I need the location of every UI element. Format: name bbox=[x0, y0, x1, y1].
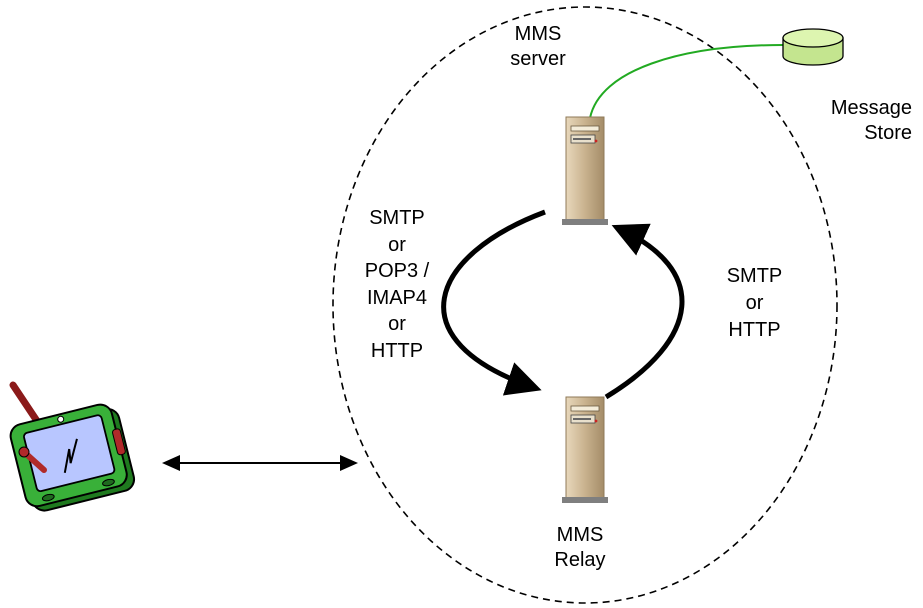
left-protocol-line6: HTTP bbox=[370, 339, 424, 362]
database-cylinder-icon[interactable] bbox=[782, 28, 844, 66]
arrow-relay-to-server bbox=[604, 223, 685, 400]
left-protocol-line4: IMAP4 bbox=[366, 286, 428, 309]
mms-server-label: MMS server bbox=[498, 22, 578, 72]
mms-relay-label-line2: Relay bbox=[554, 549, 606, 571]
left-protocol-line5: or bbox=[388, 313, 406, 335]
server-tower-icon[interactable] bbox=[562, 116, 608, 225]
device-link-arrow bbox=[162, 455, 358, 471]
mms-server-label-line1: MMS bbox=[514, 23, 562, 45]
left-protocol-line2: or bbox=[388, 233, 406, 256]
left-protocol-line1: SMTP bbox=[369, 207, 425, 229]
mms-relay-label: MMS Relay bbox=[535, 523, 625, 573]
message-store-label-line2: Store bbox=[864, 122, 912, 144]
right-protocol-line2: or bbox=[745, 292, 764, 314]
mms-relay-label-line1: MMS bbox=[556, 524, 604, 546]
right-protocol-label: SMTP or HTTP bbox=[712, 263, 797, 344]
left-protocol-line3: POP3 / bbox=[364, 260, 430, 282]
message-store-label-line1: Message bbox=[830, 97, 912, 119]
message-store-label: Message Store bbox=[802, 96, 912, 146]
mms-server-boundary bbox=[332, 6, 838, 604]
left-protocol-label: SMTP or POP3 / IMAP4 or HTTP bbox=[352, 205, 442, 364]
relay-tower-icon[interactable] bbox=[562, 396, 608, 503]
right-protocol-line1: SMTP bbox=[726, 265, 783, 287]
mms-server-label-line2: server bbox=[510, 48, 566, 70]
arrow-server-to-relay bbox=[441, 209, 546, 396]
store-link-line bbox=[589, 44, 784, 119]
handheld-device-icon[interactable] bbox=[8, 381, 137, 515]
right-protocol-line3: HTTP bbox=[728, 319, 781, 341]
